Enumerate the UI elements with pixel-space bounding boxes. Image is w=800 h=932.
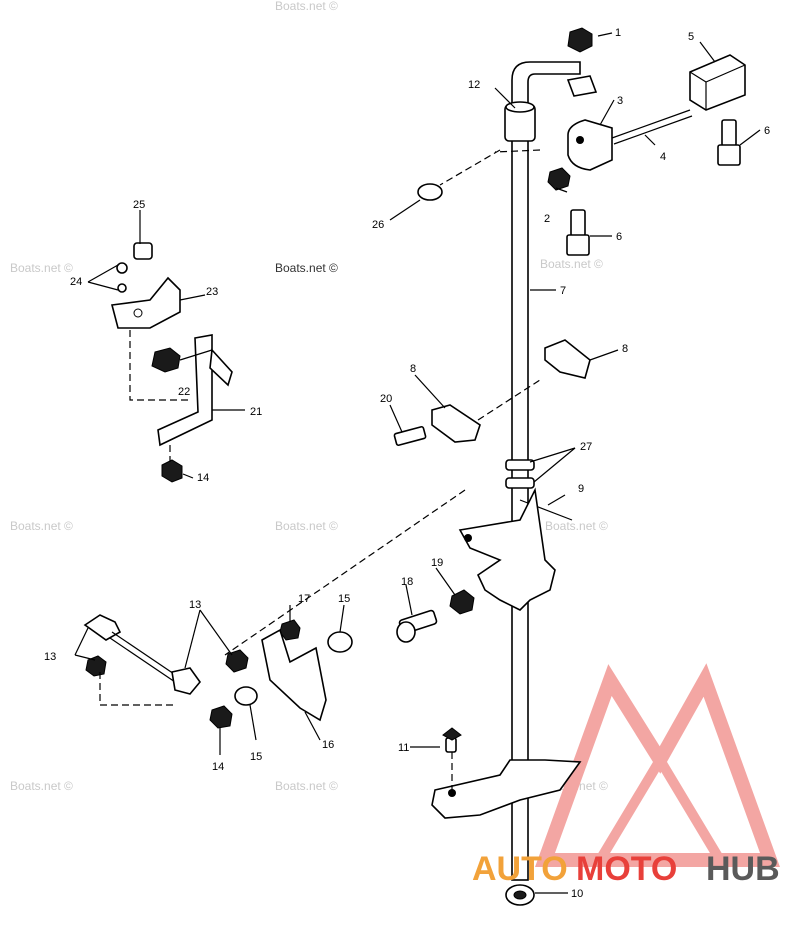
callout-11: 11: [398, 742, 409, 754]
callout-24: 24: [70, 276, 82, 288]
main-shaft: [504, 61, 581, 881]
bellcrank: [396, 487, 556, 643]
logo-word-hub: HUB: [706, 850, 780, 888]
callout-1: 1: [615, 27, 621, 39]
watermark: Boats.net ©: [540, 257, 603, 271]
watermark: Boats.net ©: [10, 261, 73, 275]
callout-25: 25: [133, 199, 145, 211]
callout-6: 6: [616, 231, 622, 243]
watermark: Boats.net ©: [10, 519, 73, 533]
callout-26: 26: [372, 219, 384, 231]
watermark: Boats.net ©: [275, 519, 338, 533]
watermark: Boats.net ©: [275, 779, 338, 793]
callout-13: 13: [44, 651, 56, 663]
mid-levers: [393, 339, 591, 447]
lower-linkage: [83, 489, 466, 729]
left-linkage: [110, 242, 233, 483]
callout-5: 5: [688, 31, 694, 43]
callout-19: 19: [431, 557, 443, 569]
callout-10: 10: [571, 888, 583, 900]
leader-lines: [74, 32, 761, 894]
callout-3: 3: [617, 95, 623, 107]
logo-word-moto: MOTO: [576, 850, 677, 888]
callout-18: 18: [401, 576, 413, 588]
logo-emblem: [535, 663, 780, 867]
callout-21: 21: [250, 406, 262, 418]
callout-15: 15: [250, 751, 262, 763]
top-hardware: [417, 27, 746, 256]
callout-7: 7: [560, 285, 566, 297]
callout-13: 13: [189, 599, 201, 611]
callout-17: 17: [298, 593, 310, 605]
callout-8: 8: [410, 363, 416, 375]
bottom-arm: [431, 727, 582, 906]
callout-labels: 1 2 3 4 5 6 6 7 8 8 9 10 11 12 13 13 13 …: [44, 27, 770, 900]
callout-6: 6: [764, 125, 770, 137]
callout-9: 9: [578, 483, 584, 495]
logo-word-auto: AUTO: [472, 850, 568, 888]
callout-14: 14: [212, 761, 224, 773]
callout-2: 2: [544, 213, 550, 225]
callout-27: 27: [580, 441, 592, 453]
callout-23: 23: [206, 286, 218, 298]
watermark: Boats.net ©: [275, 261, 338, 275]
callout-20: 20: [380, 393, 392, 405]
callout-8: 8: [622, 343, 628, 355]
watermark: Boats.net ©: [545, 519, 608, 533]
callout-4: 4: [660, 151, 666, 163]
watermark: Boats.net ©: [275, 0, 338, 13]
logo-wordmark: AUTO MOTO HUB: [472, 850, 780, 888]
watermark: Boats.net ©: [10, 779, 73, 793]
callout-14: 14: [197, 472, 209, 484]
callout-16: 16: [322, 739, 334, 751]
callout-22: 22: [178, 386, 190, 398]
callout-12: 12: [468, 79, 480, 91]
callout-15: 15: [338, 593, 350, 605]
